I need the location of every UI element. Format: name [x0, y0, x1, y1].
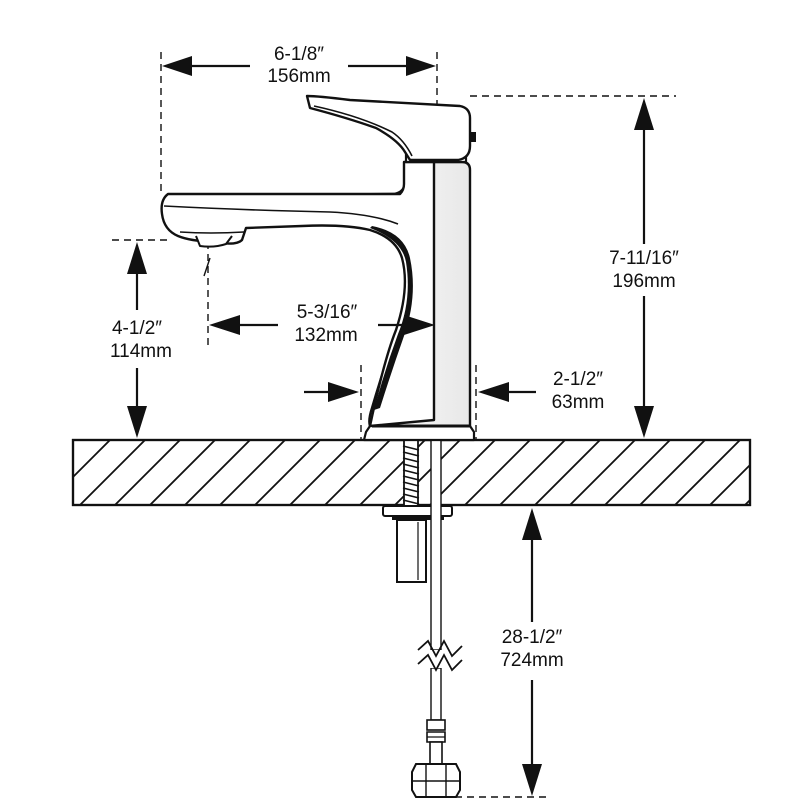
mounting-hardware [382, 439, 453, 583]
hatch-line [218, 440, 287, 505]
overall-height-metric-label: 196mm [612, 271, 675, 292]
hatch-line [288, 440, 357, 505]
aerator [195, 235, 233, 248]
aerator-to-body-imperial-label: 5-3/16″ [297, 302, 358, 323]
dimension-labels: 6-1/8″ 156mm 7-11/16″ 196mm 4-1/2″ 114mm… [110, 44, 679, 671]
handle-indicator [470, 132, 476, 142]
arrowhead-right [404, 315, 435, 335]
arrowhead-left [162, 56, 192, 76]
hatch-line [393, 440, 462, 505]
arrowhead-up [127, 242, 147, 274]
aerator-to-body-metric-label: 132mm [294, 325, 357, 346]
hatch-line [78, 440, 147, 505]
hatch-line [463, 440, 532, 505]
arrowhead-left [478, 382, 509, 402]
arrowhead-down [522, 764, 542, 796]
mounting-sleeve [396, 519, 427, 583]
hose-ferrule [426, 719, 446, 731]
spout-height-metric-label: 114mm [110, 341, 172, 362]
dimension-arrows [127, 56, 654, 796]
supply-hose-imperial-label: 28-1/2″ [502, 627, 563, 648]
hatch-line [673, 440, 742, 505]
base-diameter-metric-label: 63mm [552, 392, 605, 413]
arrowhead-left [209, 315, 240, 335]
hatch-line [183, 440, 252, 505]
threaded-shank [403, 439, 419, 511]
spout-height-imperial-label: 4-1/2″ [112, 318, 162, 339]
arrowhead-up [634, 98, 654, 130]
hatch-line [775, 435, 800, 510]
hatch-line [73, 440, 112, 479]
water-stream-mark [203, 257, 211, 277]
hatch-line [498, 440, 567, 505]
handle-lever [305, 94, 472, 162]
arrowhead-right [406, 56, 436, 76]
base-diameter-imperial-label: 2-1/2″ [553, 369, 603, 390]
hatch-line [708, 463, 750, 505]
spout-reach-imperial-label: 6-1/8″ [274, 44, 324, 65]
hatch-line [603, 440, 672, 505]
arrowhead-up [522, 508, 542, 540]
overall-height-imperial-label: 7-11/16″ [609, 248, 679, 269]
hatch-line [113, 440, 182, 505]
arrowhead-down [127, 406, 147, 438]
faucet [160, 94, 476, 442]
hatch-line [253, 440, 322, 505]
countertop [71, 435, 800, 510]
spout-reach-metric-label: 156mm [267, 66, 330, 87]
shank-threads [402, 445, 420, 505]
faucet-spout [160, 160, 436, 428]
hatch-line [323, 440, 392, 505]
arrowhead-right [328, 382, 359, 402]
hatch-line [533, 440, 602, 505]
supply-hose [411, 439, 463, 798]
faucet-base-collar [362, 424, 476, 442]
hatch-line [148, 440, 217, 505]
hatch-line [638, 440, 707, 505]
hatch-line [568, 440, 637, 505]
arrowhead-down [634, 406, 654, 438]
supply-hose-metric-label: 724mm [500, 650, 563, 671]
